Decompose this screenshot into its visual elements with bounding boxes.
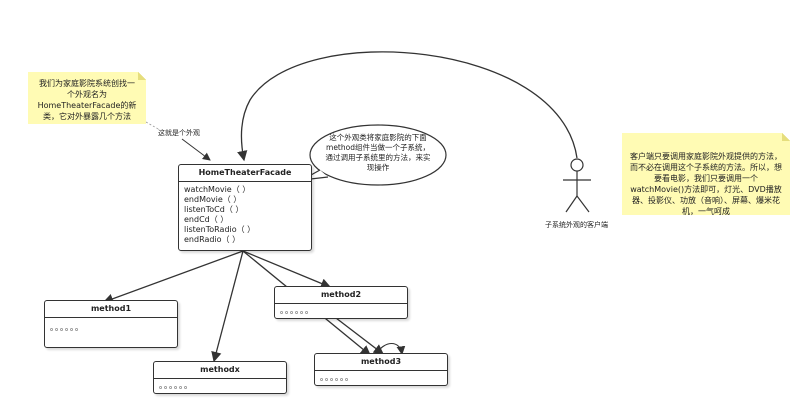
methodx-title: methodx <box>154 362 286 379</box>
facade-to-method2 <box>242 250 332 289</box>
actor-label: 子系统外观的客户端 <box>545 221 608 229</box>
facade-method-list: watchMovie（ ） endMovie（ ） listenToCd（ ） … <box>179 182 311 248</box>
facade-note-connector <box>145 121 161 131</box>
facade-to-method1 <box>102 250 244 304</box>
label-arrow <box>181 138 211 161</box>
note-fold <box>138 72 146 80</box>
method2-title: method2 <box>275 287 407 304</box>
facade-method: listenToCd（ ） <box>184 205 244 214</box>
method1-title: method1 <box>45 301 177 318</box>
method1-class-box[interactable]: method1 。。。。。。 <box>44 300 178 348</box>
actor-icon <box>563 158 591 213</box>
method3-body: 。。。。。。 <box>320 373 354 382</box>
facade-method: listenToRadio（ ） <box>184 225 256 234</box>
facade-to-methodx <box>211 250 244 363</box>
facade-class-title: HomeTheaterFacade <box>179 165 311 182</box>
methodx-class-box[interactable]: methodx 。。。。。。 <box>153 361 287 394</box>
client-note-text: 客户端只要调用家庭影院外观提供的方法，而不必在调用这个子系统的方法。所以，想要看… <box>630 152 782 216</box>
note-fold <box>782 133 790 141</box>
speech-bubble-text: 这个外观类将家庭影院的下面method组件当做一个子系统，通过调用子系统里的方法… <box>325 133 431 172</box>
method2-to-method3 <box>335 317 385 355</box>
client-note: 客户端只要调用家庭影院外观提供的方法，而不必在调用这个子系统的方法。所以，想要看… <box>622 133 790 216</box>
facade-note: 我们为家庭影院系统创找一个外观名为HomeTheaterFacade的新类，它对… <box>28 72 146 124</box>
facade-method: endCd（ ） <box>184 215 229 224</box>
method3-class-box[interactable]: method3 。。。。。。 <box>314 353 448 386</box>
method3-title: method3 <box>315 354 447 371</box>
method1-body: 。。。。。。 <box>50 323 84 332</box>
facade-pointer-label: 这就是个外观 <box>158 129 200 137</box>
methodx-body: 。。。。。。 <box>159 381 193 390</box>
facade-method: endMovie（ ） <box>184 195 242 204</box>
method3-self-loop <box>375 342 406 356</box>
facade-note-text: 我们为家庭影院系统创找一个外观名为HomeTheaterFacade的新类，它对… <box>37 79 137 121</box>
facade-method: watchMovie（ ） <box>184 185 251 194</box>
client-to-facade-arc <box>237 51 578 162</box>
facade-class-box[interactable]: HomeTheaterFacade watchMovie（ ） endMovie… <box>178 164 312 251</box>
facade-method: endRadio（ ） <box>184 235 241 244</box>
method2-body: 。。。。。。 <box>280 306 314 315</box>
method2-class-box[interactable]: method2 。。。。。。 <box>274 286 408 319</box>
